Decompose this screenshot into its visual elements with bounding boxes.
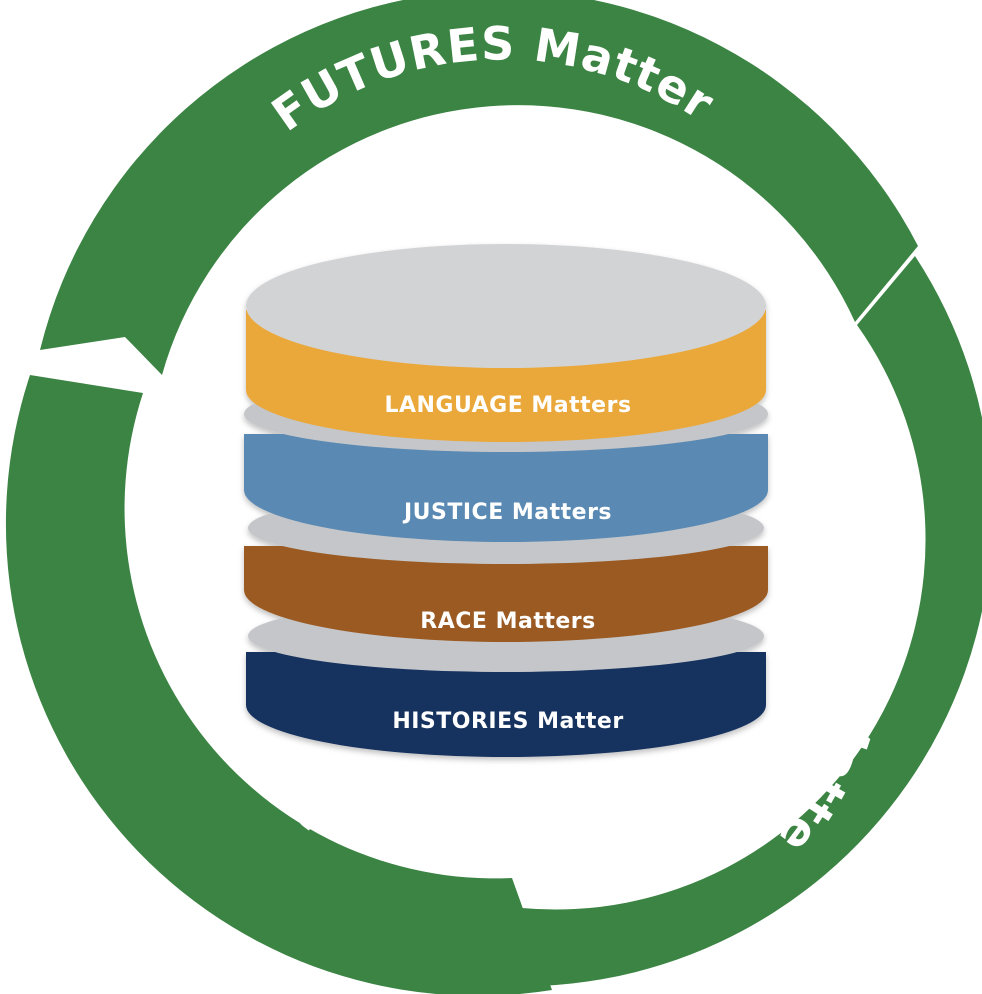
cycle-ring bbox=[5, 0, 982, 994]
layer-justice bbox=[244, 434, 768, 542]
layer-label-histories: HISTORIES Matter bbox=[392, 709, 623, 734]
layer-label-justice: JUSTICE Matters bbox=[402, 500, 612, 525]
matters-stack bbox=[244, 244, 768, 757]
layer-race bbox=[244, 546, 768, 642]
layer-label-race: RACE Matters bbox=[420, 609, 595, 634]
ring-segment-left bbox=[5, 375, 552, 994]
ring-segment-top bbox=[40, 0, 918, 375]
disc-top bbox=[246, 244, 766, 368]
ring-segment-right bbox=[522, 256, 982, 986]
layer-label-language: LANGUAGE Matters bbox=[384, 393, 631, 418]
layer-histories bbox=[246, 652, 766, 757]
